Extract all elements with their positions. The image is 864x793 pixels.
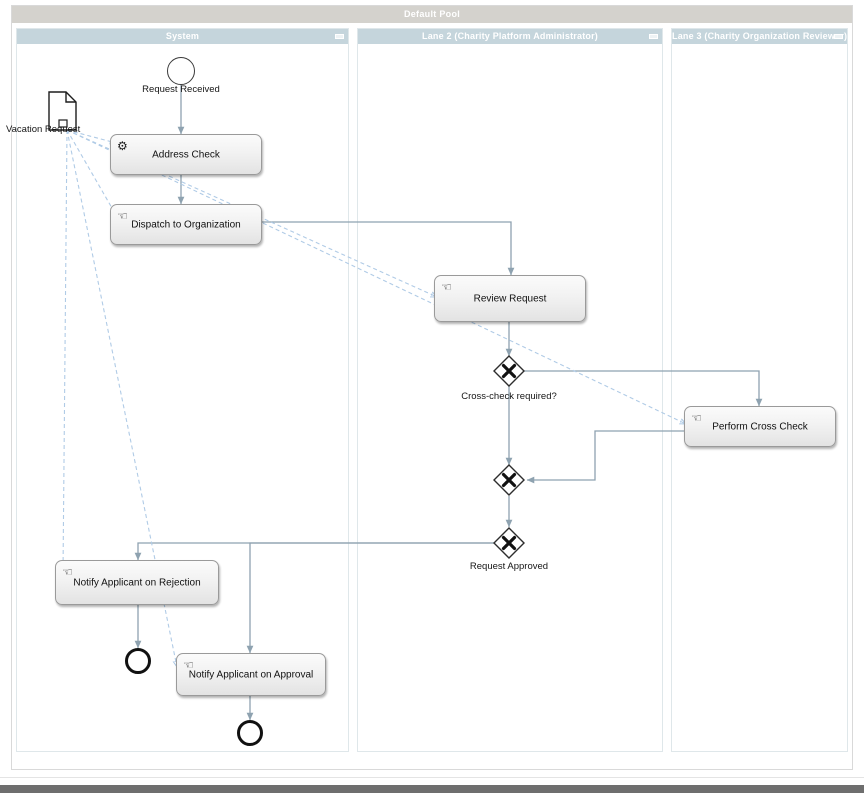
vacation-request-label: Vacation Request (6, 124, 81, 135)
task-dispatch-to-organization[interactable]: ☜ Dispatch to Organization (110, 204, 262, 245)
lane-2-label: Lane 2 (Charity Platform Administrator) (422, 31, 598, 41)
task-review-request-label: Review Request (473, 293, 547, 305)
lane-3-header: Lane 3 (Charity Organization Reviewer) (672, 29, 847, 44)
lane-2-header: Lane 2 (Charity Platform Administrator) (358, 29, 662, 44)
lane-charity-organization-reviewer[interactable]: Lane 3 (Charity Organization Reviewer) (671, 28, 848, 752)
task-perform-cross-check-label: Perform Cross Check (712, 421, 808, 433)
lane-system-minimize-icon[interactable] (335, 34, 344, 39)
lane-2-minimize-icon[interactable] (649, 34, 658, 39)
lane-system-label: System (165, 31, 200, 41)
manual-task-hand-icon: ☜ (183, 658, 194, 672)
task-perform-cross-check[interactable]: ☜ Perform Cross Check (684, 406, 836, 447)
task-address-check[interactable]: ⚙ Address Check (110, 134, 262, 175)
gateway-request-approved-label: Request Approved (469, 561, 549, 572)
task-notify-applicant-approval-label: Notify Applicant on Approval (188, 669, 314, 681)
task-notify-applicant-rejection[interactable]: ☜ Notify Applicant on Rejection (55, 560, 219, 605)
lane-3-label: Lane 3 (Charity Organization Reviewer) (672, 31, 847, 41)
lane-system-header: System (17, 29, 348, 44)
pool-header-label: Default Pool (12, 6, 852, 23)
end-event-rejection[interactable] (125, 648, 151, 674)
window-footer-bar (0, 785, 864, 793)
end-event-approval[interactable] (237, 720, 263, 746)
lane-charity-platform-administrator[interactable]: Lane 2 (Charity Platform Administrator) (357, 28, 663, 752)
manual-task-hand-icon: ☜ (441, 280, 452, 294)
gateway-cross-check-required-label: Cross-check required? (461, 391, 557, 402)
task-notify-applicant-rejection-label: Notify Applicant on Rejection (73, 577, 201, 589)
manual-task-hand-icon: ☜ (117, 209, 128, 223)
lane-3-minimize-icon[interactable] (834, 34, 843, 39)
task-notify-applicant-approval[interactable]: ☜ Notify Applicant on Approval (176, 653, 326, 696)
start-event-request-received[interactable] (167, 57, 195, 85)
manual-task-hand-icon: ☜ (62, 565, 73, 579)
lane-3-body[interactable] (672, 44, 847, 751)
task-review-request[interactable]: ☜ Review Request (434, 275, 586, 322)
start-event-label: Request Received (142, 84, 220, 95)
task-address-check-label: Address Check (152, 149, 220, 161)
manual-task-hand-icon: ☜ (691, 411, 702, 425)
service-task-gear-icon: ⚙ (117, 139, 128, 153)
task-dispatch-to-organization-label: Dispatch to Organization (131, 219, 241, 231)
canvas-footer-gap (0, 777, 864, 785)
